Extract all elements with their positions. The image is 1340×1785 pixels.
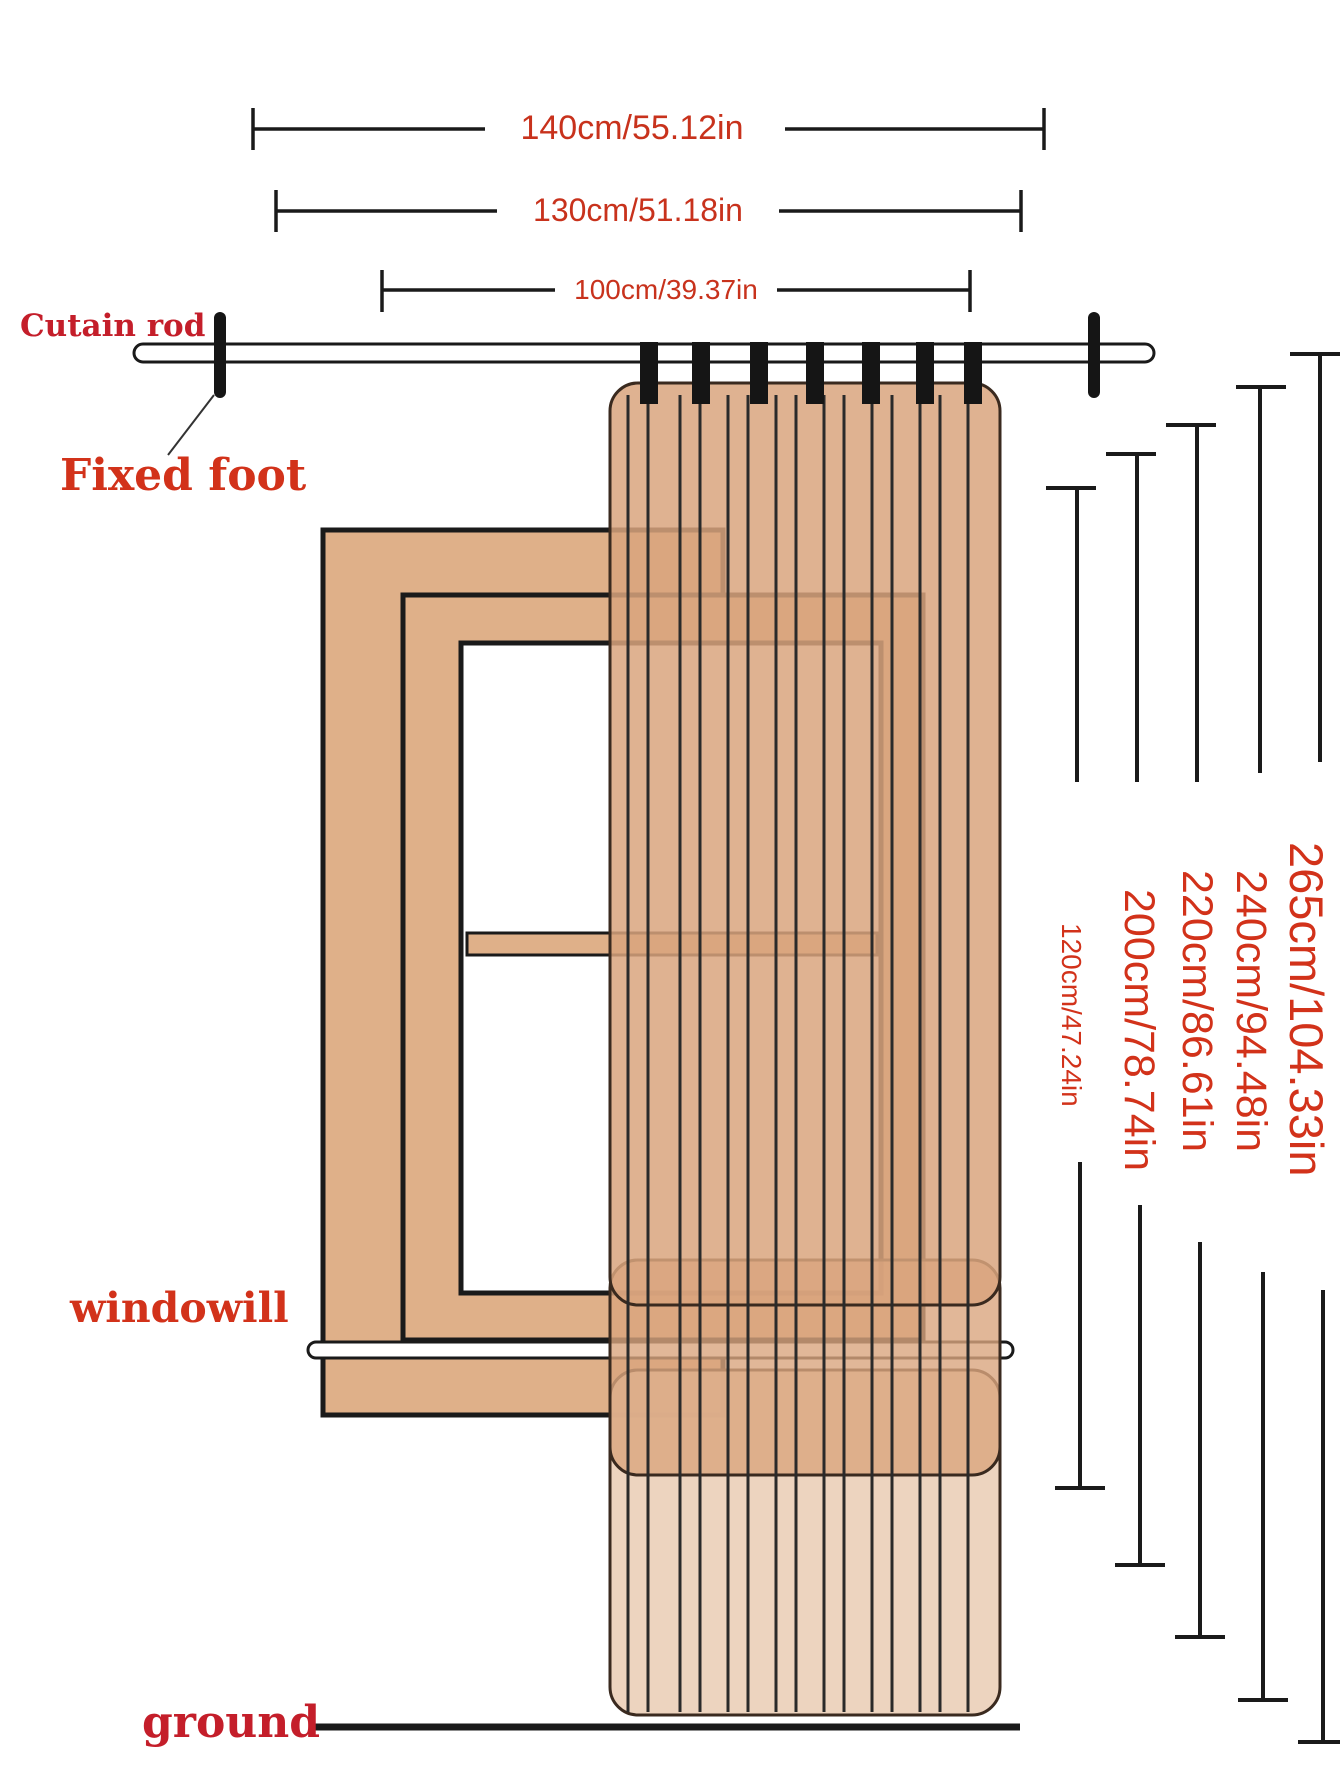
curtain	[608, 381, 1002, 1717]
windowsill-label: windowill	[69, 1284, 289, 1332]
width-dimension-140	[251, 108, 1046, 150]
width-dimension-100	[380, 270, 972, 312]
length-dimension-120	[1046, 486, 1105, 1490]
length-label-220: 220cm/86.61in	[1173, 870, 1221, 1152]
ground-label: ground	[142, 1697, 320, 1748]
curtain-panel	[608, 381, 1002, 1307]
fixed-foot-right	[1088, 312, 1100, 398]
curtain-tabs	[640, 342, 982, 404]
length-label-265: 265cm/104.33in	[1280, 842, 1333, 1176]
length-label-200: 200cm/78.74in	[1115, 889, 1163, 1171]
width-label-100: 100cm/39.37in	[574, 274, 758, 305]
width-label-130: 130cm/51.18in	[533, 192, 743, 228]
curtain-rod-label: Cutain rod	[20, 308, 205, 344]
length-dimension-220	[1166, 423, 1225, 1639]
length-dimension-265	[1290, 352, 1340, 1744]
fixed-foot-left	[214, 312, 226, 398]
length-dimension-240	[1236, 385, 1288, 1702]
width-dimension-130	[274, 190, 1023, 232]
width-label-140: 140cm/55.12in	[520, 109, 743, 147]
fixed-foot-label: Fixed foot	[60, 450, 307, 501]
length-dimension-200	[1106, 452, 1165, 1567]
length-label-240: 240cm/94.48in	[1227, 870, 1275, 1152]
fixed-foot-pointer	[167, 394, 215, 456]
length-label-120: 120cm/47.24in	[1056, 923, 1087, 1107]
curtain-folds	[626, 395, 970, 1712]
